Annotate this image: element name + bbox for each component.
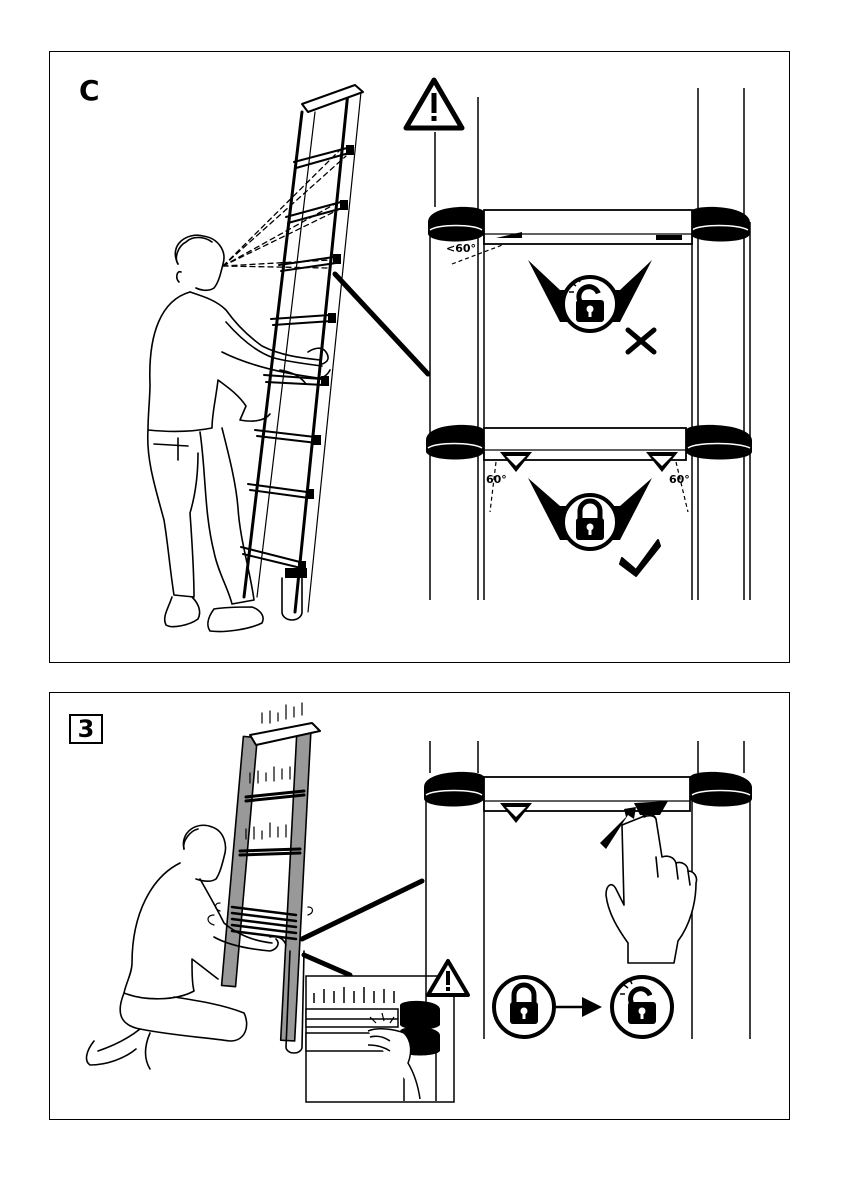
lock-to-unlock-sequence bbox=[494, 977, 672, 1037]
rung-correct-lock: 60° 60° bbox=[426, 425, 752, 576]
rung-incorrect-lock: <60° bbox=[428, 207, 750, 352]
warning-triangle-icon bbox=[406, 80, 462, 128]
man-inspecting-ladder-figure bbox=[148, 85, 428, 632]
padlock-open-icon bbox=[612, 977, 672, 1037]
rung-release-mechanism bbox=[424, 772, 752, 849]
angle-label-left: 60° bbox=[486, 473, 507, 486]
angle-label-wrong: <60° bbox=[446, 242, 476, 255]
arrow-right-icon bbox=[556, 997, 602, 1017]
panel-step-3: 3 bbox=[49, 692, 790, 1120]
padlock-closed-icon bbox=[494, 977, 554, 1037]
angle-label-right: 60° bbox=[669, 473, 690, 486]
checkmark-icon bbox=[620, 540, 660, 576]
panel-step-c: C bbox=[49, 51, 790, 663]
panel-3-illustration bbox=[50, 693, 791, 1121]
cross-icon bbox=[628, 330, 654, 352]
padlock-closed-icon bbox=[563, 495, 617, 549]
inset-hand-detail bbox=[306, 961, 468, 1102]
padlock-open-icon bbox=[563, 277, 617, 331]
panel-c-illustration: <60° 60° 60° bbox=[50, 52, 791, 664]
hand-pressing-figure bbox=[606, 814, 697, 963]
